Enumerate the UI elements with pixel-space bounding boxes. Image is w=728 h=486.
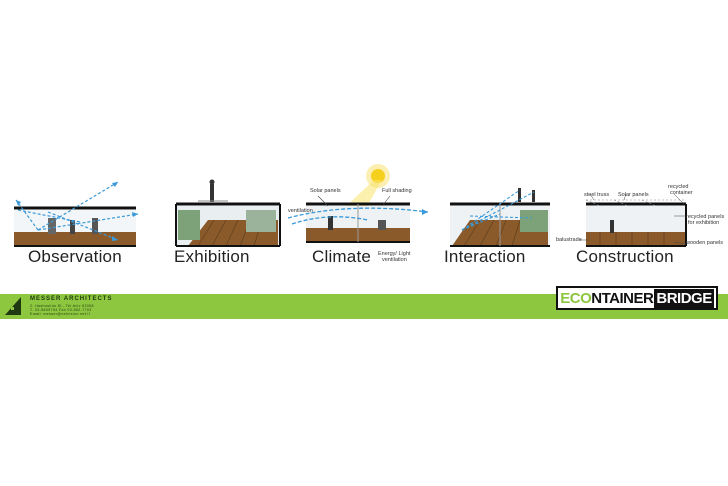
annotation-solar-panels: Solar panels [310, 188, 341, 194]
caption-exhibition: Exhibition [174, 247, 250, 266]
annotation-balustrade: balustrade [556, 237, 582, 243]
annotation-solar-panels-construction: Solar panels [618, 192, 649, 198]
annotation-ventilation-left: ventilation [288, 208, 313, 214]
panel-exhibition: Exhibition [168, 170, 286, 266]
panel-construction: steel truss Solar panels recycled contai… [556, 170, 724, 266]
brand-ntainer: NTAINER [591, 289, 654, 307]
panel-climate: Solar panels Full shading ventilation Cl… [287, 162, 436, 266]
firm-phone: T. 03-5609754 Fax 03-562-7703 [30, 308, 92, 312]
annotation-recycled: recycled [668, 184, 689, 190]
caption-interaction: Interaction [444, 247, 526, 266]
climate-section-drawing [287, 164, 429, 243]
caption-construction: Construction [576, 247, 674, 266]
annotation-energy-light: Energy/ Light [378, 251, 411, 257]
annotation-steel-truss: steel truss [584, 192, 610, 198]
firm-email: Email: messer@netvision.net.il [30, 312, 90, 316]
sun-icon [371, 169, 385, 183]
brand-eco: ECO [560, 289, 592, 307]
panel-interaction: Interaction [440, 170, 558, 266]
brand-bridge: BRIDGE [654, 288, 714, 308]
firm-address: 2. Hashoshim St., Tel Aviv 63358 [30, 304, 94, 308]
annotation-wooden-panels: wooden panels [686, 240, 724, 246]
caption-climate: Climate [312, 247, 372, 266]
interaction-section-drawing [450, 188, 550, 247]
annotation-recycled-panels: recycled panels [686, 214, 725, 220]
observation-section-drawing [14, 181, 139, 247]
caption-observation: Observation [28, 247, 122, 266]
annotation-container: container [670, 190, 693, 196]
exhibition-section-drawing [175, 179, 281, 247]
firm-name: MESSER ARCHITECTS [30, 296, 113, 302]
firm-logo-icon [5, 297, 21, 315]
panel-observation: Observation [8, 170, 150, 266]
construction-section-drawing [580, 193, 687, 247]
annotation-for-exhibition: for exhibition [688, 220, 720, 226]
annotation-full-shading: Full shading [382, 188, 412, 194]
annotation-ventilation-right: ventilation [382, 257, 407, 263]
